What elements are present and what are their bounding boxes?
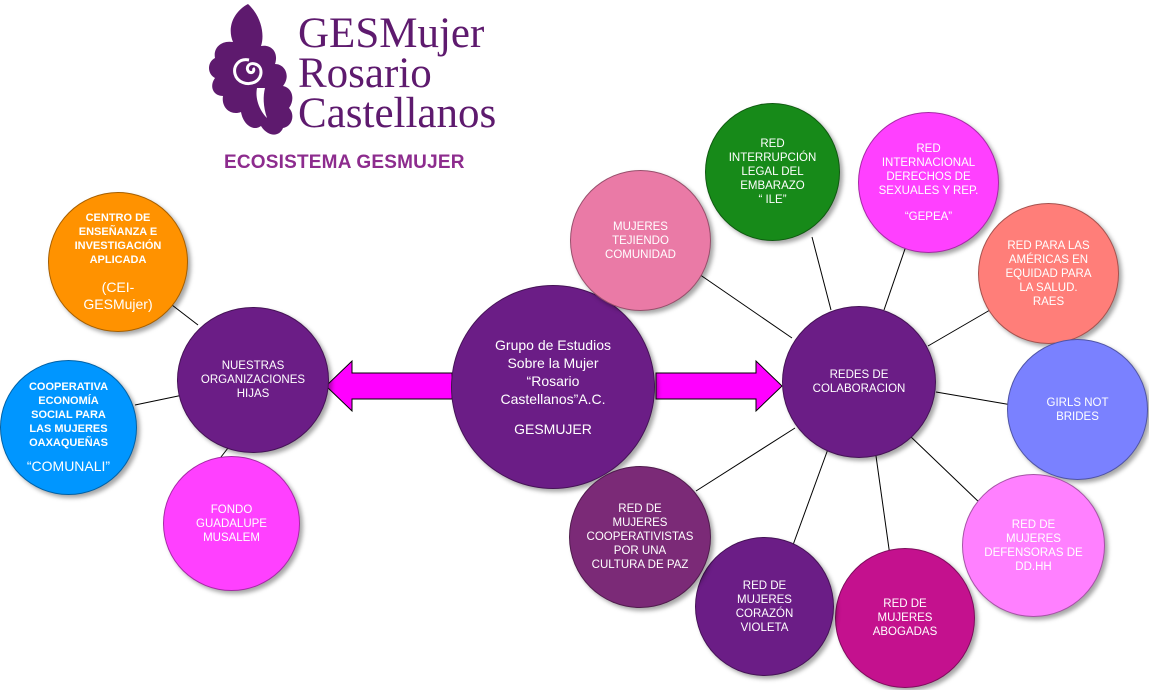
ile-line: EMBARAZO	[740, 180, 805, 192]
comunali-line: SOCIAL PARA	[31, 409, 106, 421]
corazon-line: MUJERES	[737, 593, 792, 606]
comunali-line: ECONOMÍA	[38, 395, 99, 407]
cei-line: ENSEÑANZA E	[78, 226, 158, 238]
cooperativistas-line: MUJERES	[612, 517, 668, 529]
connector-comunali	[134, 394, 184, 406]
comunali-line: COOPERATIVA	[28, 381, 109, 393]
comunali-line: LAS MUJERES	[29, 423, 108, 435]
node-red-gepea: RED INTERNACIONAL DERECHOS DE SEXUALES Y…	[858, 112, 999, 253]
center-line: Castellanos”A.C.	[500, 391, 606, 407]
cooperativistas-line: CULTURA DE PAZ	[591, 559, 689, 571]
defensoras-line: DD.HH	[1015, 560, 1052, 573]
gepea-sub: “GEPEA”	[904, 210, 953, 223]
gepea-line: INTERNACIONAL	[881, 156, 976, 169]
logo-line-1: GESMujer	[298, 10, 485, 57]
corazon-line: CORAZÓN	[735, 607, 794, 620]
connector-cei	[171, 304, 199, 326]
tejiendo-line: TEJIENDO	[612, 234, 669, 247]
cooperativistas-line: COOPERATIVISTAS	[586, 531, 694, 543]
hub-line: REDES DE	[829, 369, 889, 381]
raes-line: LA SALUD.	[1019, 281, 1078, 294]
fondo-line: GUADALUPE	[196, 517, 267, 530]
logo-line-2: Rosario	[298, 50, 432, 97]
gepea-line: RED	[916, 142, 941, 155]
ile-line: LEGAL DEL	[741, 166, 804, 178]
logo-wordmark: GESMujer Rosario Castellanos	[298, 10, 497, 137]
arrow-right	[655, 359, 783, 413]
abogadas-line: RED DE	[883, 598, 927, 610]
fondo-line: MUSALEM	[203, 531, 260, 544]
cei-sub: GESMujer)	[83, 296, 153, 312]
node-red-defensoras: RED DE MUJERES DEFENSORAS DE DD.HH	[962, 474, 1105, 617]
node-girls-not-brides: GIRLS NOT BRIDES	[1007, 339, 1148, 480]
gepea-line: DERECHOS DE	[886, 170, 971, 183]
raes-line: RAES	[1032, 295, 1065, 308]
node-red-ile: RED INTERRUPCIÓN LEGAL DEL EMBARAZO “ IL…	[705, 103, 840, 241]
comunali-sub: “COMUNALI”	[26, 458, 111, 474]
tejiendo-line: MUJERES	[613, 220, 668, 233]
connector-raes	[927, 309, 991, 347]
node-fondo-guadalupe: FONDO GUADALUPE MUSALEM	[163, 456, 300, 591]
cooperativistas-line: POR UNA	[613, 545, 667, 557]
cei-line: INVESTIGACIÓN	[74, 240, 162, 252]
center-line: Grupo de Estudios	[495, 337, 611, 353]
diagram-title: ECOSISTEMA GESMUJER	[224, 152, 465, 173]
defensoras-line: MUJERES	[1006, 532, 1061, 545]
cooperativistas-line: RED DE	[618, 503, 662, 515]
center-line: Sobre la Mujer	[507, 355, 599, 371]
node-redes-colaboracion: REDES DE COLABORACION	[782, 306, 936, 458]
node-organizaciones-hijas: NUESTRAS ORGANIZACIONES HIJAS	[177, 307, 329, 453]
node-comunali: COOPERATIVA ECONOMÍA SOCIAL PARA LAS MUJ…	[0, 360, 137, 495]
connector-gepea	[883, 245, 907, 311]
connector-tejiendo	[695, 271, 793, 339]
connector-girls	[935, 391, 1013, 406]
connector-ile	[811, 236, 832, 311]
gesmujer-logo-icon	[209, 4, 293, 135]
node-cei-gesmujer: CENTRO DE ENSEÑANZA E INVESTIGACIÓN APLI…	[48, 192, 188, 332]
tejiendo-line: COMUNIDAD	[605, 248, 676, 261]
comunali-line: OAXAQUEÑAS	[29, 437, 108, 449]
node-red-corazon-violeta: RED DE MUJERES CORAZÓN VIOLETA	[695, 537, 834, 676]
cei-line: APLICADA	[89, 254, 147, 266]
defensoras-line: RED DE	[1011, 518, 1056, 531]
hub-line: COLABORACION	[812, 383, 906, 395]
center-acronym: GESMUJER	[514, 421, 592, 437]
center-line: “Rosario	[526, 373, 580, 389]
node-center-gesmujer: Grupo de Estudios Sobre la Mujer “Rosari…	[451, 285, 655, 489]
cei-sub: (CEI-	[101, 279, 135, 295]
hub-line: HIJAS	[236, 388, 270, 400]
raes-line: EQUIDAD PARA	[1005, 267, 1092, 280]
node-mujeres-tejiendo: MUJERES TEJIENDO COMUNIDAD	[570, 170, 711, 311]
node-red-cooperativistas: RED DE MUJERES COOPERATIVISTAS POR UNA C…	[569, 466, 711, 608]
arrow-left	[325, 359, 453, 413]
logo-line-3: Castellanos	[298, 90, 497, 137]
corazon-line: RED DE	[742, 579, 787, 592]
raes-line: RED PARA LAS	[1007, 239, 1090, 252]
raes-line: AMÉRICAS EN	[1008, 253, 1089, 266]
node-red-raes: RED PARA LAS AMÉRICAS EN EQUIDAD PARA LA…	[978, 203, 1119, 344]
connector-corazon	[792, 448, 829, 546]
node-red-abogadas: RED DE MUJERES ABOGADAS	[835, 548, 975, 688]
hub-line: NUESTRAS	[221, 360, 285, 372]
abogadas-line: ABOGADAS	[872, 626, 938, 638]
fondo-line: FONDO	[210, 503, 253, 516]
defensoras-line: DEFENSORAS DE	[984, 546, 1083, 559]
ile-line: “ ILE”	[758, 194, 787, 206]
gepea-line: SEXUALES Y REP.	[878, 184, 979, 197]
abogadas-line: MUJERES	[877, 612, 933, 624]
cei-line: CENTRO DE	[85, 212, 151, 224]
ile-line: INTERRUPCIÓN	[728, 152, 817, 164]
connector-abogadas	[875, 455, 891, 557]
corazon-line: VIOLETA	[740, 621, 789, 634]
ile-line: RED	[760, 138, 785, 150]
girls-line: GIRLS NOT	[1046, 396, 1109, 409]
hub-line: ORGANIZACIONES	[200, 374, 306, 386]
girls-line: BRIDES	[1056, 410, 1099, 423]
connector-cooperativistas	[695, 427, 796, 492]
connector-defensoras	[909, 435, 983, 506]
